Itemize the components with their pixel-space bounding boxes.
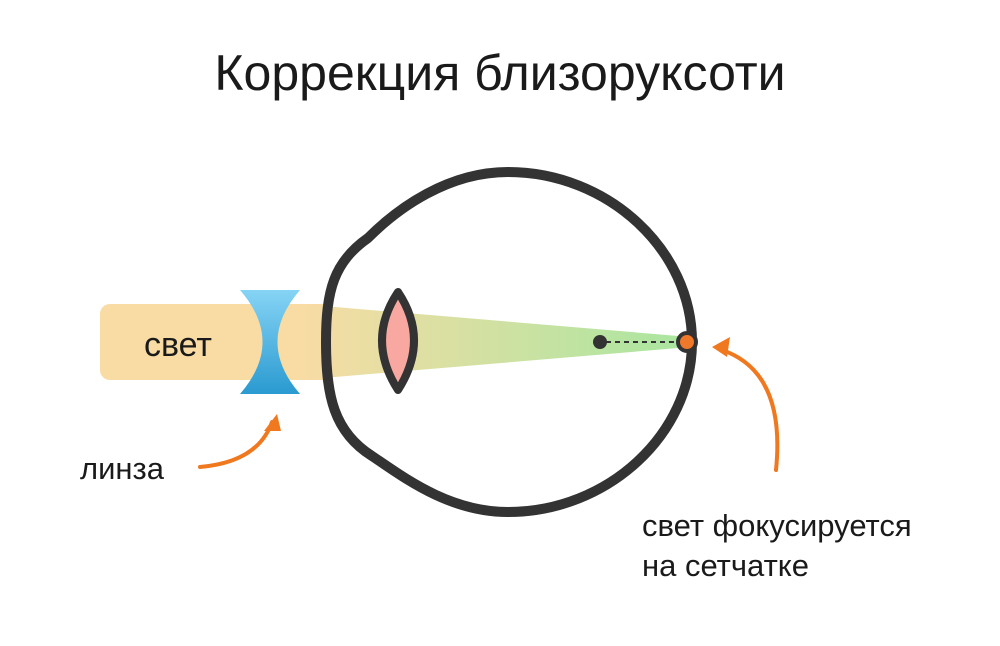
light-beam	[100, 304, 332, 380]
uncorrected-focus-point	[593, 335, 607, 349]
focus-label-line1: свет фокусируется	[642, 508, 912, 543]
light-label: свет	[144, 326, 212, 364]
lens-arrow-head	[264, 414, 281, 431]
lens-arrow	[198, 420, 274, 469]
page-title: Коррекция близоруксоти	[214, 45, 785, 101]
eye-lens	[378, 288, 418, 394]
eye-outline	[321, 167, 697, 517]
light-beam-converging	[300, 304, 690, 380]
retina-focus-point	[676, 331, 698, 353]
lens-label: линза	[80, 451, 165, 486]
focus-arrow-head	[712, 337, 730, 357]
focus-arrow	[720, 348, 780, 472]
focus-label-line2: на сетчатке	[642, 548, 809, 583]
concave-lens	[240, 290, 300, 394]
